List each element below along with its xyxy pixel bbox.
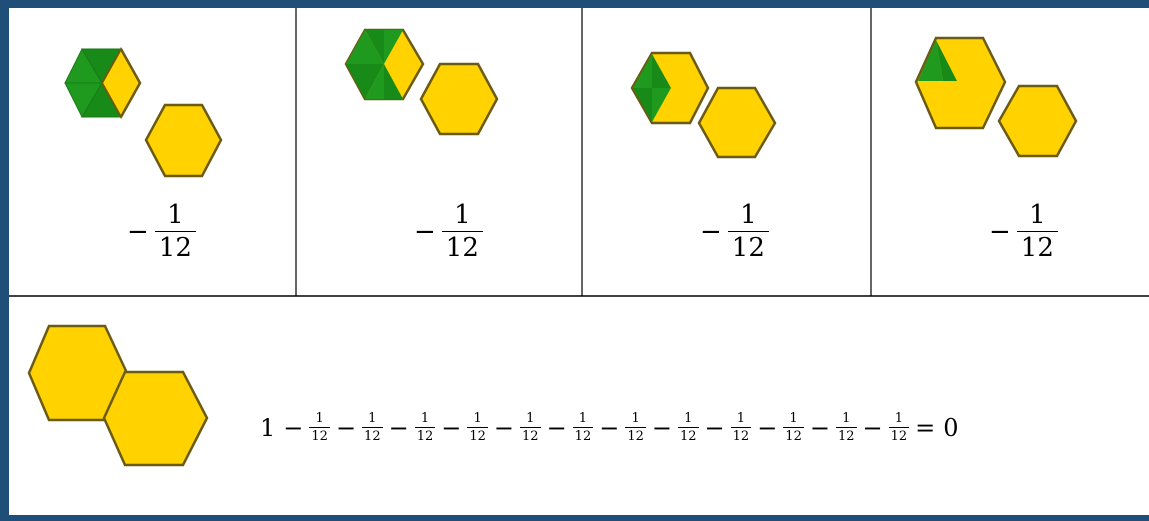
term-denominator: 12 xyxy=(731,428,752,443)
panel-2: − 1 12 xyxy=(296,8,582,296)
term-numerator: 1 xyxy=(735,412,747,427)
term-denominator: 12 xyxy=(467,428,488,443)
equation-result: 0 xyxy=(943,414,958,442)
numerator: 1 xyxy=(736,202,761,231)
pattern-blocks-illustration-3 xyxy=(582,8,871,208)
minus-operator: − xyxy=(283,414,303,442)
term-numerator: 1 xyxy=(577,412,589,427)
panel-4: − 1 12 xyxy=(871,8,1149,296)
numerator: 1 xyxy=(450,202,475,231)
term-denominator: 12 xyxy=(889,428,910,443)
term-numerator: 1 xyxy=(366,412,378,427)
fraction-label: − 1 12 xyxy=(127,202,196,261)
minus-sign: − xyxy=(989,217,1011,247)
term-denominator: 12 xyxy=(783,428,804,443)
term-numerator: 1 xyxy=(787,412,799,427)
panel-1: − 1 12 xyxy=(9,8,296,296)
minus-sign: − xyxy=(127,217,149,247)
minus-operator: − xyxy=(705,414,725,442)
term-numerator: 1 xyxy=(524,412,536,427)
minus-operator: − xyxy=(652,414,672,442)
term-numerator: 1 xyxy=(419,412,431,427)
minus-operator: − xyxy=(494,414,514,442)
term-denominator: 12 xyxy=(678,428,699,443)
term-numerator: 1 xyxy=(629,412,641,427)
numerator: 1 xyxy=(1025,202,1050,231)
term-numerator: 1 xyxy=(893,412,905,427)
equals-sign: = xyxy=(915,414,935,442)
pattern-blocks-two-hexagons xyxy=(20,300,220,470)
term-denominator: 12 xyxy=(625,428,646,443)
panel-3: − 1 12 xyxy=(582,8,871,296)
pattern-blocks-illustration-4 xyxy=(871,8,1149,208)
denominator: 12 xyxy=(728,232,769,261)
denominator: 12 xyxy=(442,232,483,261)
minus-operator: − xyxy=(389,414,409,442)
term-numerator: 1 xyxy=(840,412,852,427)
term-denominator: 12 xyxy=(520,428,541,443)
term-numerator: 1 xyxy=(314,412,326,427)
fraction-label: − 1 12 xyxy=(414,202,483,261)
denominator: 12 xyxy=(155,232,196,261)
minus-sign: − xyxy=(414,217,436,247)
term-numerator: 1 xyxy=(471,412,483,427)
equation-start: 1 xyxy=(260,414,275,442)
pattern-blocks-illustration-2 xyxy=(296,8,582,208)
term-denominator: 12 xyxy=(415,428,436,443)
term-denominator: 12 xyxy=(309,428,330,443)
minus-operator: − xyxy=(863,414,883,442)
minus-operator: − xyxy=(757,414,777,442)
minus-sign: − xyxy=(700,217,722,247)
minus-operator: − xyxy=(810,414,830,442)
minus-operator: − xyxy=(336,414,356,442)
term-numerator: 1 xyxy=(682,412,694,427)
denominator: 12 xyxy=(1017,232,1058,261)
minus-operator: − xyxy=(599,414,619,442)
term-denominator: 12 xyxy=(362,428,383,443)
term-denominator: 12 xyxy=(573,428,594,443)
minus-operator: − xyxy=(441,414,461,442)
fraction-label: − 1 12 xyxy=(700,202,769,261)
fraction-label: − 1 12 xyxy=(989,202,1058,261)
term-denominator: 12 xyxy=(836,428,857,443)
minus-operator: − xyxy=(547,414,567,442)
numerator: 1 xyxy=(163,202,188,231)
pattern-blocks-illustration-1 xyxy=(9,8,296,208)
